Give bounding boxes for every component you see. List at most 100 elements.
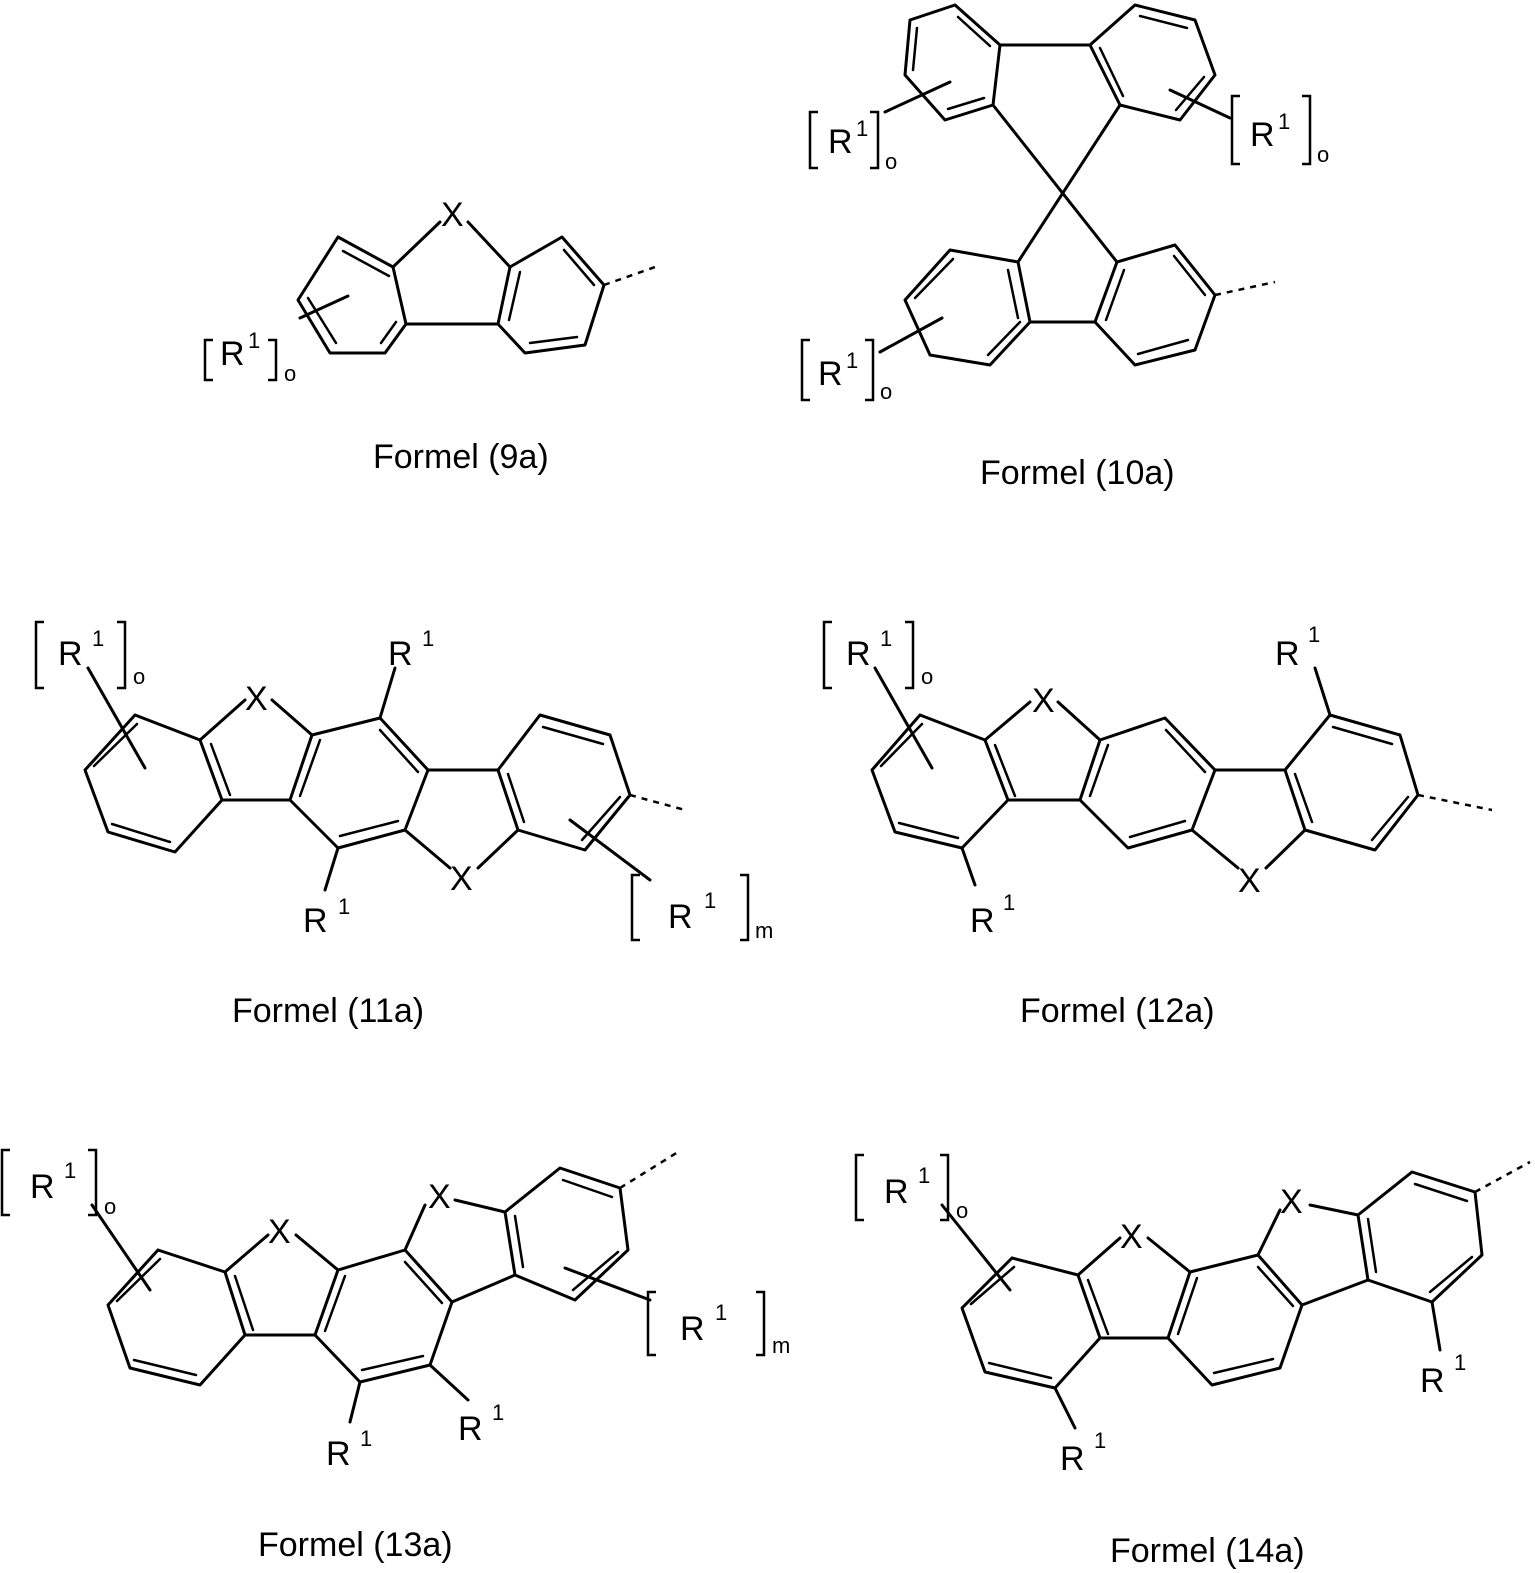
f12a-r-superscript: 1 (1308, 622, 1320, 647)
f12a-ring (1285, 715, 1418, 850)
f12a-dbl (1295, 774, 1312, 822)
f13a-r-label: R (326, 1435, 351, 1473)
f9a-attachment-bond (604, 267, 655, 285)
f14a-bracket (856, 1155, 864, 1220)
f14a-dbl (1430, 1257, 1472, 1292)
f11a-bracket (36, 622, 44, 688)
f9a-bracket-left (205, 340, 213, 380)
f13a-bond (405, 1205, 425, 1250)
f12a-bond (1266, 830, 1305, 868)
f10a-bracket (1232, 96, 1240, 164)
f13a-attachment-bond (620, 1152, 678, 1188)
f11a-subscript-o: o (133, 664, 145, 689)
f10a-dbl (1140, 16, 1187, 28)
f11a-bracket (117, 622, 125, 688)
f11a-dbl (112, 824, 170, 842)
f10a-subscript-o: o (880, 379, 892, 404)
f11a-dbl (211, 744, 230, 795)
f12a-bond (1058, 702, 1100, 740)
f11a-r-label: R (303, 902, 328, 940)
f9a-left-ring (298, 237, 406, 353)
f13a-bond (452, 1275, 515, 1302)
caption-12a: Formel (12a) (1020, 992, 1215, 1030)
f11a-bond (272, 700, 312, 735)
formula-11a: X X R 1 o R 1 R 1 R 1 m Formel (11a) (36, 622, 773, 1030)
f10a-subscript-o: o (1317, 142, 1329, 167)
f14a-bond (1148, 1238, 1190, 1272)
f13a-dbl (515, 1216, 523, 1267)
f14a-r-superscript: 1 (918, 1163, 930, 1188)
f13a-bond (296, 1235, 338, 1270)
f10a-attachment-bond (1215, 282, 1275, 295)
f12a-bracket (824, 622, 832, 688)
f11a-attachment-bond (630, 795, 685, 810)
f10a-r-label: R (818, 355, 843, 393)
f13a-atom-x: X (268, 1213, 291, 1251)
f12a-substituent-bond (1315, 668, 1330, 715)
f11a-ring (498, 715, 630, 850)
f11a-subscript-m: m (755, 918, 773, 943)
f11a-r-superscript: 1 (92, 626, 104, 651)
f11a-bond (478, 830, 518, 868)
f14a-bracket (940, 1155, 948, 1220)
f13a-subscript-m: m (772, 1333, 790, 1358)
f11a-r-label: R (668, 898, 693, 936)
f14a-r-label: R (1420, 1362, 1445, 1400)
f13a-substituent-bond (565, 1268, 650, 1300)
f10a-substituent-bond (880, 318, 942, 352)
f9a-dbl (509, 272, 520, 320)
f11a-r-label: R (388, 635, 413, 673)
formula-10a: R 1 o R 1 o R 1 o Formel (10a) (802, 5, 1329, 492)
f10a-dbl (1138, 340, 1188, 354)
f14a-substituent-bond (1432, 1302, 1440, 1350)
f13a-r-superscript: 1 (715, 1300, 727, 1325)
formula-12a: X X R 1 o R 1 R 1 Formel (12a) (824, 622, 1492, 1030)
f11a-atom-x: X (450, 860, 473, 898)
f14a-atom-x: X (1120, 1218, 1143, 1256)
f9a-bond (393, 222, 440, 267)
f14a-dbl (1368, 1219, 1376, 1272)
f12a-r-superscript: 1 (880, 626, 892, 651)
f13a-bond (225, 1235, 268, 1272)
f10a-r-superscript: 1 (1278, 109, 1290, 134)
f14a-dbl (1088, 1280, 1108, 1334)
f10a-spiro-bond (993, 105, 1117, 262)
f14a-ring (1358, 1172, 1482, 1302)
f13a-r-superscript: 1 (492, 1400, 504, 1425)
f14a-r-superscript: 1 (1094, 1428, 1106, 1453)
f11a-bracket (740, 875, 748, 940)
f12a-atom-x: X (1238, 862, 1261, 900)
f10a-bracket (802, 340, 810, 400)
f14a-bond (1078, 1238, 1120, 1275)
f10a-bracket (870, 112, 878, 168)
f12a-dbl (1090, 745, 1108, 796)
f11a-r-label: R (58, 635, 83, 673)
f14a-atom-x: X (1280, 1183, 1303, 1221)
f14a-dbl (1178, 1278, 1197, 1334)
f12a-dbl (881, 724, 922, 766)
f13a-bracket (2, 1150, 10, 1215)
f14a-central-ring (1168, 1255, 1302, 1385)
f14a-r-label: R (884, 1173, 909, 1211)
caption-14a: Formel (14a) (1110, 1532, 1305, 1570)
f10a-dbl (948, 98, 984, 109)
f10a-substituent-bond (885, 82, 950, 112)
f13a-dbl (405, 1262, 442, 1303)
f9a-dbl (530, 337, 577, 343)
f12a-r-label: R (970, 902, 995, 940)
f13a-subscript-o: o (104, 1194, 116, 1219)
f12a-bond (1192, 830, 1238, 868)
f10a-dbl (1008, 270, 1018, 318)
f12a-attachment-bond (1418, 795, 1492, 810)
f13a-bracket (648, 1292, 656, 1355)
f11a-ring (85, 715, 222, 852)
f12a-r-label: R (1275, 635, 1300, 673)
f10a-bracket (810, 112, 818, 168)
f9a-bracket-right (268, 340, 276, 380)
f12a-dbl (1372, 797, 1408, 840)
f12a-r-label: R (846, 635, 871, 673)
f14a-bond (1310, 1205, 1358, 1215)
f11a-r-superscript: 1 (338, 894, 350, 919)
f10a-bracket (865, 340, 873, 400)
